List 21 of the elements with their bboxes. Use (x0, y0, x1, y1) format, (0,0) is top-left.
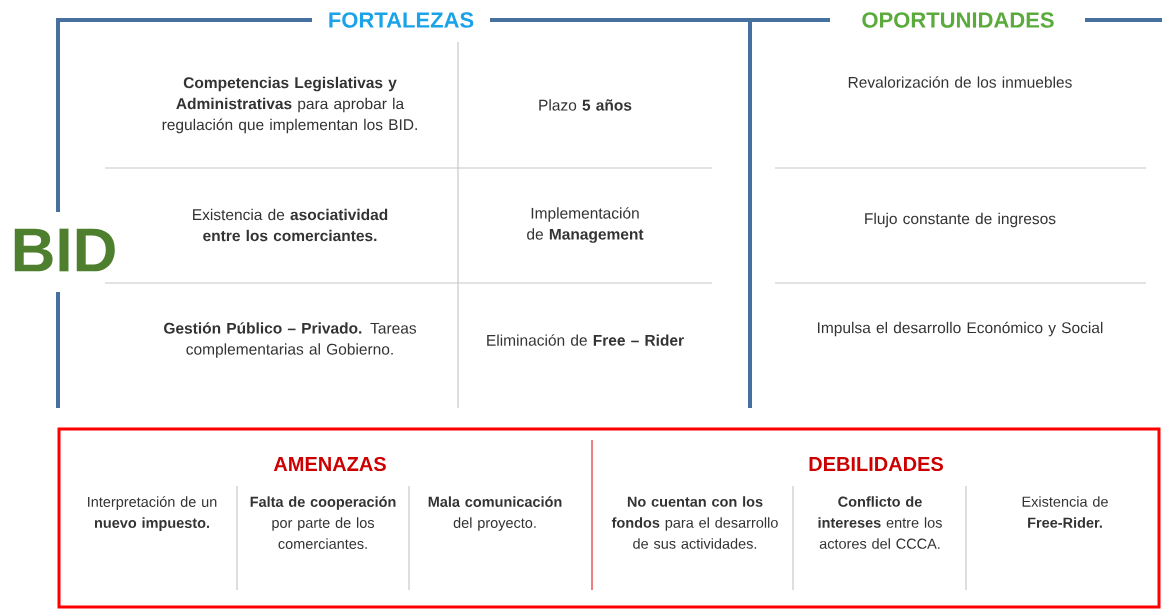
section-heading: FORTALEZAS (329, 12, 474, 28)
cell-text: Impulsa el desarrollo Económico y Social (818, 321, 1103, 337)
cell-text: Competencias Legislativas y Administrativas para aprobar la regulación que implementan los BID. (162, 76, 417, 134)
cell-text: Gestión Público – Privado. Tareas complementarias al Gobierno. (164, 322, 417, 358)
cell-text: Revalorización de los inmuebles (848, 76, 1072, 88)
cell-text: Mala comunicación del proyecto. (428, 496, 562, 531)
cell-text: Plazo 5 años (539, 99, 632, 111)
cell-text: Interpretación de un nuevo impuesto. (88, 496, 217, 531)
cell-text: No cuentan con los fondos para el desarrollo de sus actividades. (611, 496, 778, 549)
cell-text: Flujo constante de ingresos (865, 212, 1056, 228)
cell-text: Implementación de Management (527, 207, 644, 243)
side-title: BID (14, 228, 115, 272)
cell-text: Existencia de Free-Rider. (1022, 496, 1108, 528)
panel-box (57, 427, 1161, 609)
cell-text: Conflicto de intereses entre los actores del CCCA. (818, 496, 942, 549)
section-heading: OPORTUNIDADES (862, 12, 1054, 28)
section-heading: AMENAZAS (273, 456, 386, 472)
cell-text: Eliminación de Free – Rider (487, 334, 684, 346)
cell-text: Falta de cooperación por parte de los comerciantes. (250, 496, 396, 549)
section-heading: DEBILIDADES (809, 456, 943, 472)
cell-text: Existencia de asociatividad entre los comerciantes. (193, 208, 388, 242)
